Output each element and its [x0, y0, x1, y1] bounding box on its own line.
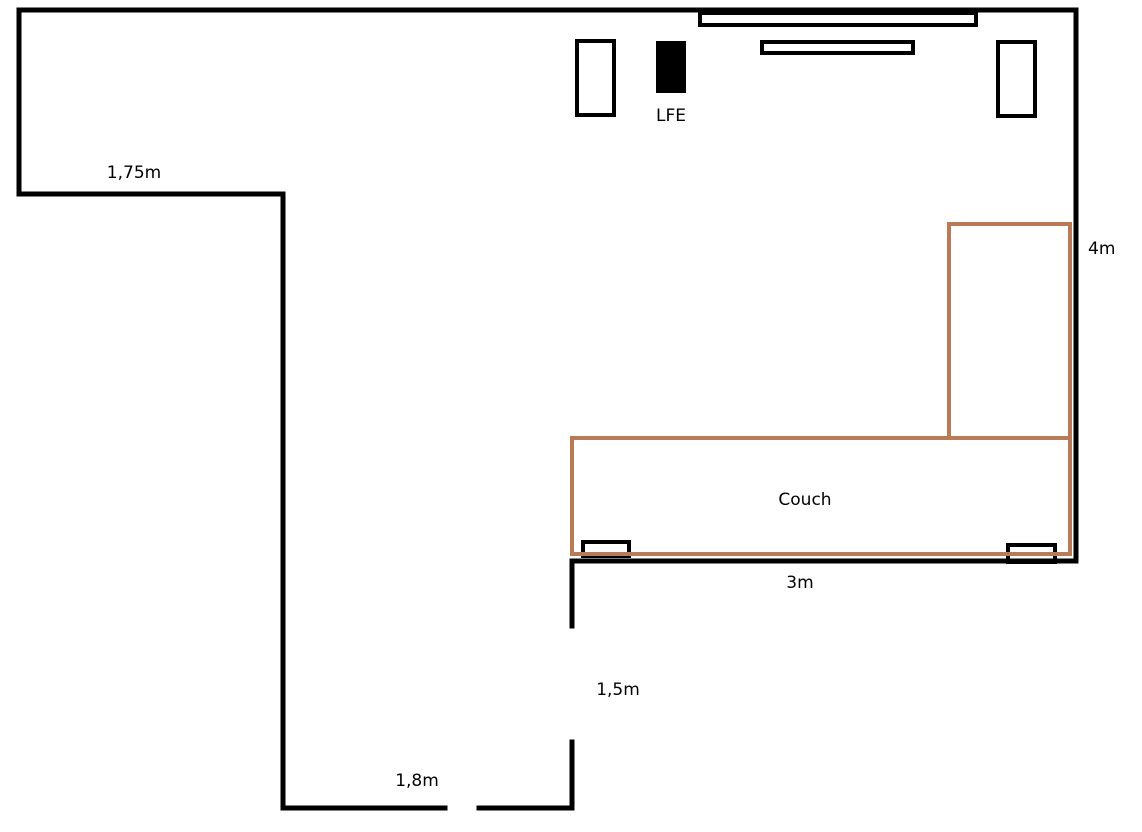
subwoofer-lfe: [656, 41, 686, 93]
dimension-left-width: 1,75m: [107, 163, 161, 183]
dimension-bottom-width: 1,8m: [395, 771, 439, 791]
dimension-couch-wall: 3m: [786, 573, 813, 593]
walls: [16, 7, 1079, 811]
dimension-right-depth: 4m: [1088, 239, 1115, 259]
labels: LFE Couch 1,75m 4m 3m 1,5m 1,8m: [107, 106, 1116, 791]
right-speaker: [996, 40, 1037, 118]
couch-chaise: [947, 222, 1072, 440]
av-equipment: [575, 11, 1057, 564]
left-speaker: [575, 39, 616, 117]
tv: [698, 11, 978, 27]
lfe-label: LFE: [656, 106, 686, 126]
dimension-opening: 1,5m: [596, 680, 640, 700]
couch-label: Couch: [778, 490, 831, 510]
couch-main: [570, 436, 1072, 556]
couch: [570, 222, 1072, 556]
center-speaker: [760, 40, 915, 55]
